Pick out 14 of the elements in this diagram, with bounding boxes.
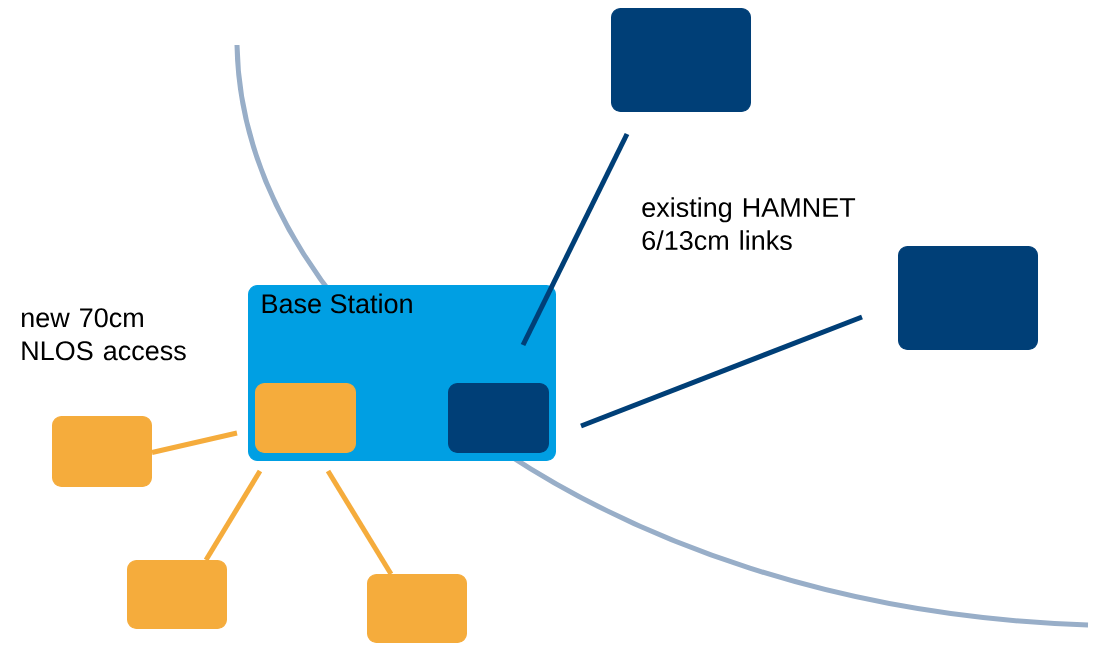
link-line xyxy=(325,469,394,576)
link-line xyxy=(151,430,238,455)
device-box xyxy=(448,383,549,453)
device-box xyxy=(52,416,152,487)
link-line xyxy=(580,314,863,429)
link-line xyxy=(520,132,630,347)
device-box xyxy=(367,574,467,643)
device-box xyxy=(127,560,227,629)
device-box xyxy=(255,383,356,453)
note-text: existing HAMNET 6/13cm links xyxy=(642,197,856,251)
note-text: new 70cm NLOS access xyxy=(22,308,186,361)
link-line xyxy=(203,469,263,562)
device-box xyxy=(611,8,751,112)
device-box xyxy=(898,246,1038,350)
